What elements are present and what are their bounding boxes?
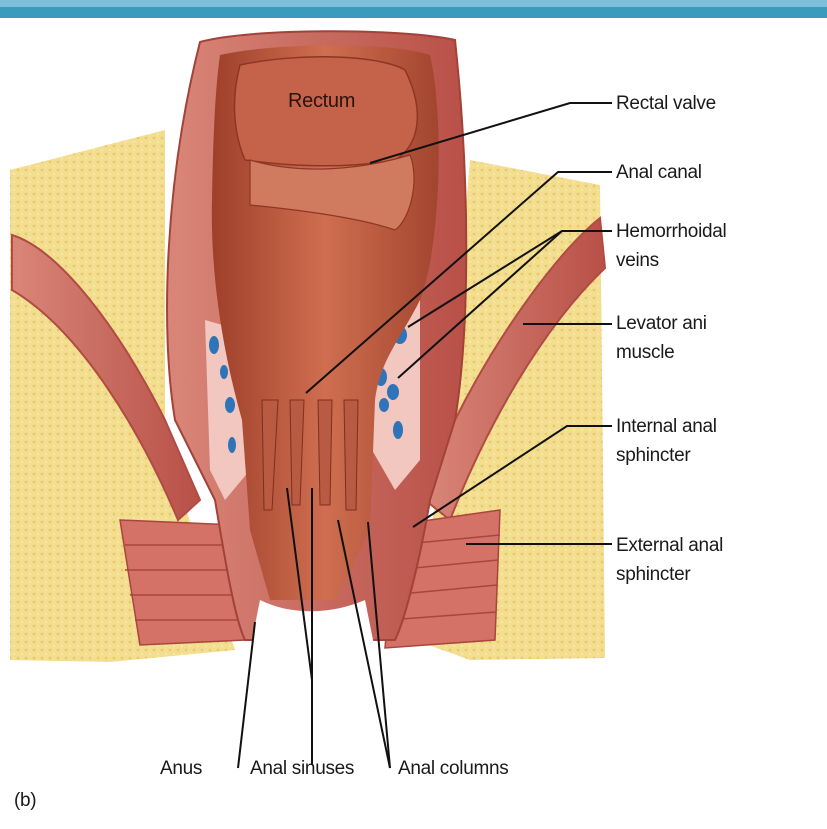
label-external-sphincter-line1: External anal (616, 533, 723, 558)
label-anal-sinuses: Anal sinuses (250, 756, 354, 781)
panel-label: (b) (14, 788, 36, 813)
label-levator-ani-line1: Levator ani (616, 311, 707, 336)
label-external-sphincter-line2: sphincter (616, 562, 690, 587)
label-levator-ani-line2: muscle (616, 340, 674, 365)
label-hemorrhoidal-veins-line2: veins (616, 248, 659, 273)
label-anal-columns: Anal columns (398, 756, 508, 781)
label-anus: Anus (160, 756, 202, 781)
label-anal-canal: Anal canal (616, 160, 702, 185)
label-hemorrhoidal-veins-line1: Hemorrhoidal (616, 219, 726, 244)
label-rectal-valve: Rectal valve (616, 91, 716, 116)
top-banner (0, 0, 827, 18)
label-internal-sphincter-line1: Internal anal (616, 414, 717, 439)
label-rectum: Rectum (288, 90, 355, 113)
label-internal-sphincter-line2: sphincter (616, 443, 690, 468)
